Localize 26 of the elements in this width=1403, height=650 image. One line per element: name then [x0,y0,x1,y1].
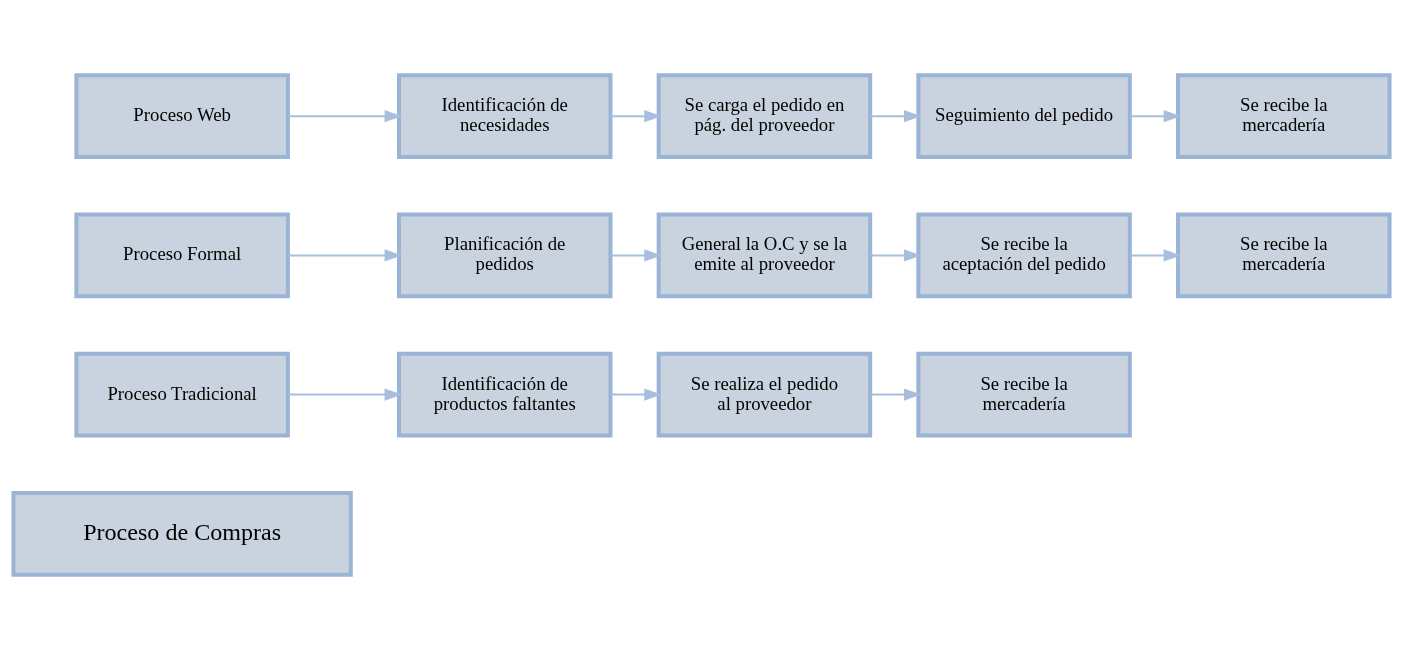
arrow [288,249,402,262]
node-box: Proceso Formal [74,212,290,299]
node-box: Se recibe la aceptación del pedido [916,212,1132,299]
node-box: Se carga el pedido en pág. del proveedor [656,73,873,159]
node-box: General la O.C y se la emite al proveedor [656,212,873,299]
node-box: Se recibe la mercadería [1176,73,1392,159]
arrow [1129,249,1182,262]
node-box: Planificación de pedidos [396,212,613,299]
arrow [870,110,922,123]
arrow [1129,110,1182,123]
node-box: Proceso de Compras [11,491,353,577]
arrow [610,388,662,401]
node-box: Proceso Web [74,73,290,159]
node-box: Proceso Tradicional [74,351,290,438]
node-box: Identificación de necesidades [396,73,613,159]
node-box: Identificación de productos faltantes [396,351,613,438]
node-box: Se recibe la mercadería [1176,212,1392,299]
node-box: Se realiza el pedido al proveedor [656,351,873,438]
arrow [870,249,922,262]
arrow [288,110,402,123]
arrow [610,249,662,262]
arrow [610,110,662,123]
arrow [870,388,922,401]
node-box: Seguimiento del pedido [916,73,1132,159]
node-box: Se recibe la mercadería [916,351,1132,438]
arrow [288,388,402,401]
